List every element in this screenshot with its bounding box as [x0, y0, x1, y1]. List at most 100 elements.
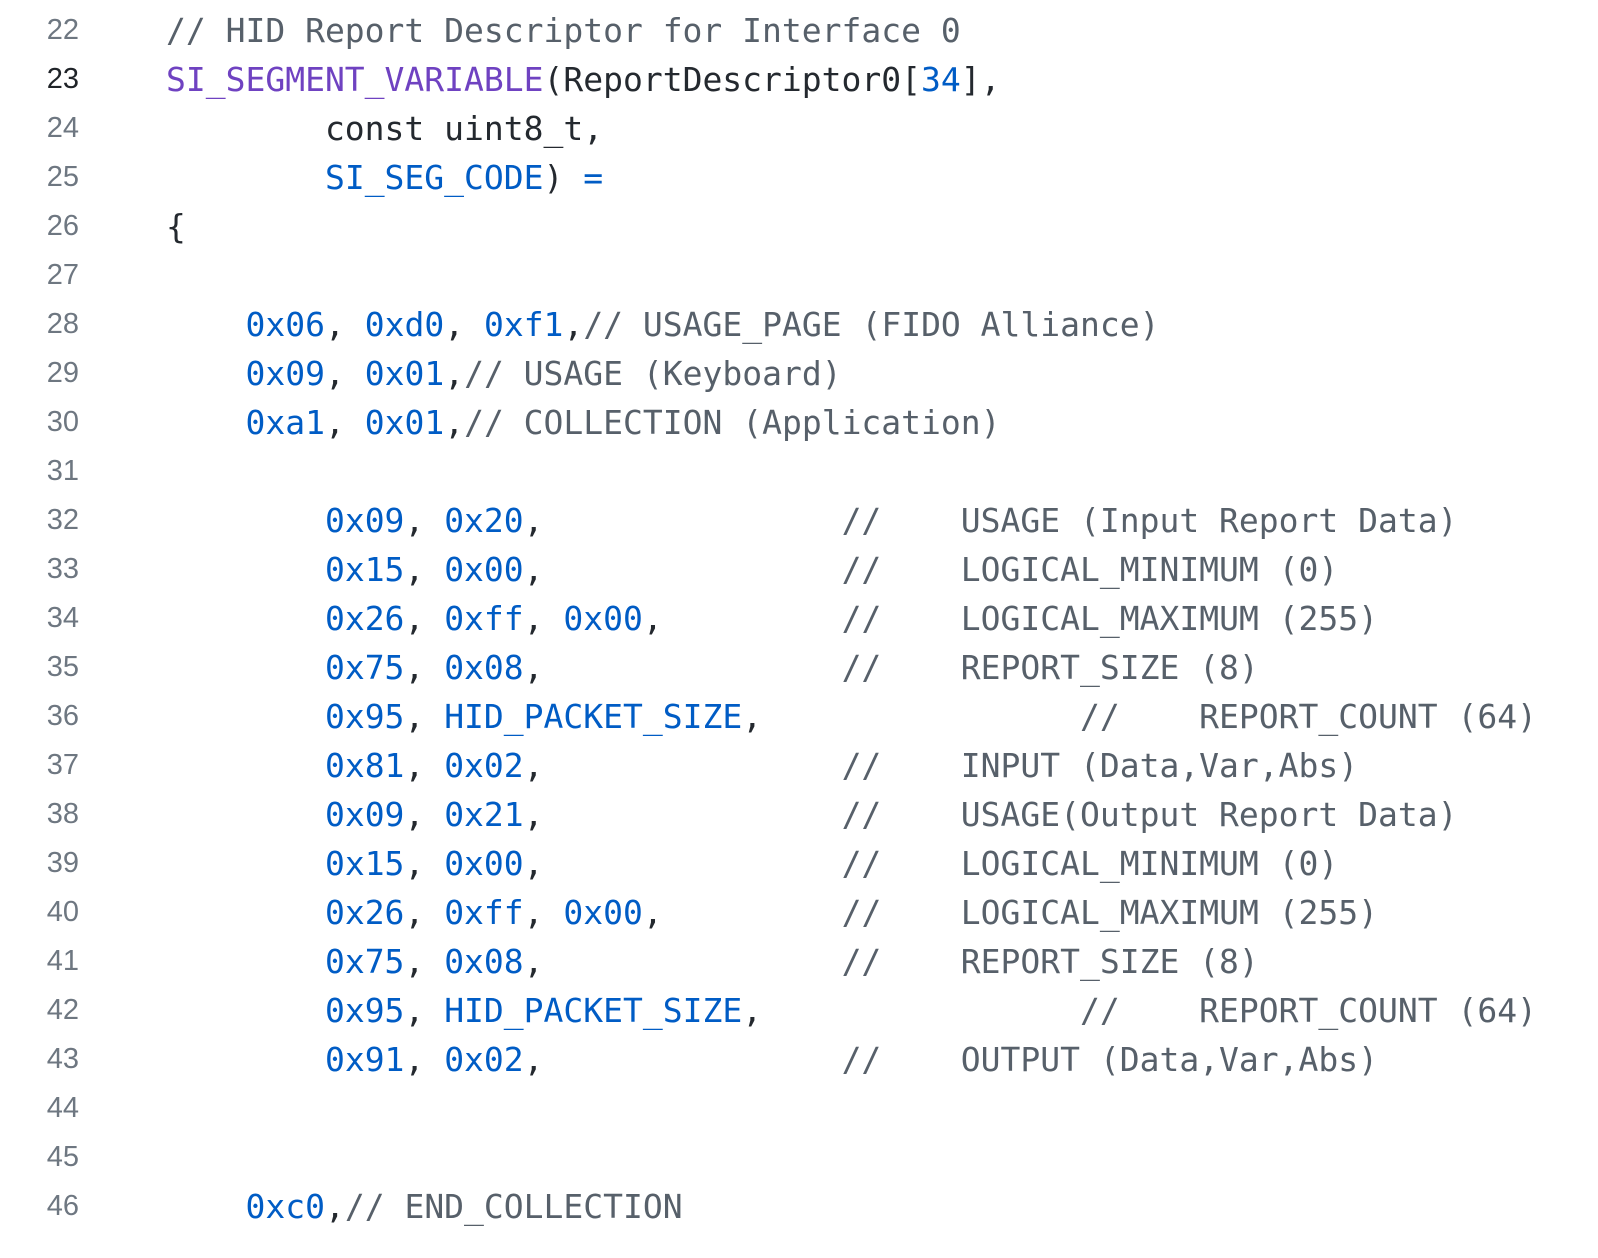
- line-number[interactable]: 31: [46, 455, 79, 487]
- code-token-plain: ,: [404, 746, 445, 785]
- code-token-plain: ,: [523, 893, 564, 932]
- code-token-plain: ,: [404, 697, 445, 736]
- line-number[interactable]: 42: [46, 994, 79, 1026]
- line-number[interactable]: 36: [46, 700, 79, 732]
- code-token-plain: ,: [404, 501, 445, 540]
- code-token-plain: [166, 599, 325, 638]
- code-token-plain: [166, 942, 325, 981]
- code-token-plain: [166, 501, 325, 540]
- code-token-const: 0xff: [444, 893, 524, 932]
- code-token-const: HID_PACKET_SIZE: [444, 697, 743, 736]
- code-line: 28 0x06, 0xd0, 0xf1,// USAGE_PAGE (FIDO …: [0, 300, 1598, 349]
- code-token-plain: [166, 697, 325, 736]
- code-token-plain: ,: [523, 550, 544, 589]
- code-token-plain: [166, 403, 245, 442]
- line-number-selected[interactable]: 23: [46, 63, 79, 95]
- code-line-text: 0x15, 0x00, // LOGICAL_MINIMUM (0): [79, 545, 1338, 594]
- code-token-const: 0x06: [245, 305, 325, 344]
- code-token-plain: [544, 1040, 842, 1079]
- code-line-text: 0x26, 0xff, 0x00, // LOGICAL_MAXIMUM (25…: [79, 594, 1378, 643]
- code-token-const: 0x00: [444, 550, 524, 589]
- line-number[interactable]: 43: [46, 1043, 79, 1075]
- code-token-comment: // COLLECTION (Application): [464, 403, 1001, 442]
- code-token-plain: [762, 991, 1080, 1030]
- line-number[interactable]: 26: [46, 210, 79, 242]
- code-token-const: 0xd0: [364, 305, 445, 344]
- line-number[interactable]: 40: [46, 896, 79, 928]
- line-number[interactable]: 37: [46, 749, 79, 781]
- code-line: 31: [0, 447, 1598, 496]
- line-number[interactable]: 25: [46, 161, 79, 193]
- code-token-plain: ): [543, 158, 584, 197]
- code-line: 26{: [0, 202, 1598, 251]
- line-number[interactable]: 35: [46, 651, 79, 683]
- code-token-plain: ,: [444, 403, 465, 442]
- code-token-plain: ,: [404, 795, 445, 834]
- code-token-plain: ,: [404, 1040, 445, 1079]
- line-number[interactable]: 22: [46, 14, 79, 46]
- code-token-plain: [166, 893, 325, 932]
- line-number[interactable]: 28: [46, 308, 79, 340]
- code-viewer: 22// HID Report Descriptor for Interface…: [0, 11, 1598, 1226]
- line-number[interactable]: 27: [46, 259, 79, 291]
- code-token-plain: const uint8_t,: [166, 109, 604, 148]
- code-token-plain: [166, 746, 325, 785]
- code-token-const: 0xc0: [245, 1187, 325, 1226]
- line-number[interactable]: 39: [46, 847, 79, 879]
- code-token-plain: ,: [444, 354, 465, 393]
- code-token-const: =: [583, 158, 604, 197]
- line-number[interactable]: 34: [46, 602, 79, 634]
- code-token-plain: ,: [523, 1040, 544, 1079]
- code-token-comment: // USAGE(Output Report Data): [841, 795, 1458, 834]
- code-line-text: 0x95, HID_PACKET_SIZE, // REPORT_COUNT (…: [79, 986, 1537, 1035]
- code-token-plain: [544, 501, 842, 540]
- code-line-text: [79, 251, 166, 300]
- code-token-plain: (ReportDescriptor0[: [543, 60, 922, 99]
- code-token-comment: // USAGE_PAGE (FIDO Alliance): [583, 305, 1160, 344]
- line-number[interactable]: 29: [46, 357, 79, 389]
- code-token-comment: // INPUT (Data,Var,Abs): [841, 746, 1359, 785]
- code-line-text: [79, 1084, 166, 1133]
- code-token-plain: [166, 1040, 325, 1079]
- code-token-plain: ,: [642, 599, 663, 638]
- code-line: 39 0x15, 0x00, // LOGICAL_MINIMUM (0): [0, 839, 1598, 888]
- code-token-plain: ,: [324, 354, 365, 393]
- code-token-const: 0x01: [364, 354, 445, 393]
- code-line-text: const uint8_t,: [79, 104, 603, 153]
- code-token-plain: ,: [404, 648, 445, 687]
- line-number[interactable]: 45: [46, 1141, 79, 1173]
- code-token-const: 0x95: [324, 991, 405, 1030]
- code-line-text: {: [79, 202, 186, 251]
- code-token-plain: ,: [404, 844, 445, 883]
- code-line-text: SI_SEGMENT_VARIABLE(ReportDescriptor0[34…: [79, 55, 1001, 104]
- code-token-const: 34: [921, 60, 961, 99]
- code-token-const: 0xf1: [483, 305, 564, 344]
- code-token-plain: ,: [523, 844, 544, 883]
- code-token-plain: [544, 550, 842, 589]
- code-token-plain: ,: [523, 746, 544, 785]
- code-line-text: 0x09, 0x20, // USAGE (Input Report Data): [79, 496, 1458, 545]
- code-line-text: 0x95, HID_PACKET_SIZE, // REPORT_COUNT (…: [79, 692, 1537, 741]
- code-token-comment: // USAGE (Input Report Data): [841, 501, 1458, 540]
- line-number[interactable]: 30: [46, 406, 79, 438]
- code-token-const: 0x00: [563, 893, 643, 932]
- code-token-const: 0x20: [444, 501, 524, 540]
- code-token-const: 0x09: [324, 501, 405, 540]
- line-number[interactable]: 46: [46, 1190, 79, 1222]
- code-token-plain: [166, 550, 325, 589]
- code-line: 37 0x81, 0x02, // INPUT (Data,Var,Abs): [0, 741, 1598, 790]
- code-line-text: 0x91, 0x02, // OUTPUT (Data,Var,Abs): [79, 1035, 1378, 1084]
- code-line-text: 0x15, 0x00, // LOGICAL_MINIMUM (0): [79, 839, 1338, 888]
- line-number[interactable]: 24: [46, 112, 79, 144]
- code-token-plain: ,: [404, 893, 445, 932]
- code-token-const: 0x02: [444, 746, 524, 785]
- line-number[interactable]: 41: [46, 945, 79, 977]
- code-line: 43 0x91, 0x02, // OUTPUT (Data,Var,Abs): [0, 1035, 1598, 1084]
- code-line: 29 0x09, 0x01,// USAGE (Keyboard): [0, 349, 1598, 398]
- code-line-text: [79, 447, 166, 496]
- line-number[interactable]: 44: [46, 1092, 79, 1124]
- line-number[interactable]: 38: [46, 798, 79, 830]
- line-number[interactable]: 33: [46, 553, 79, 585]
- code-token-plain: ,: [324, 1187, 345, 1226]
- line-number[interactable]: 32: [46, 504, 79, 536]
